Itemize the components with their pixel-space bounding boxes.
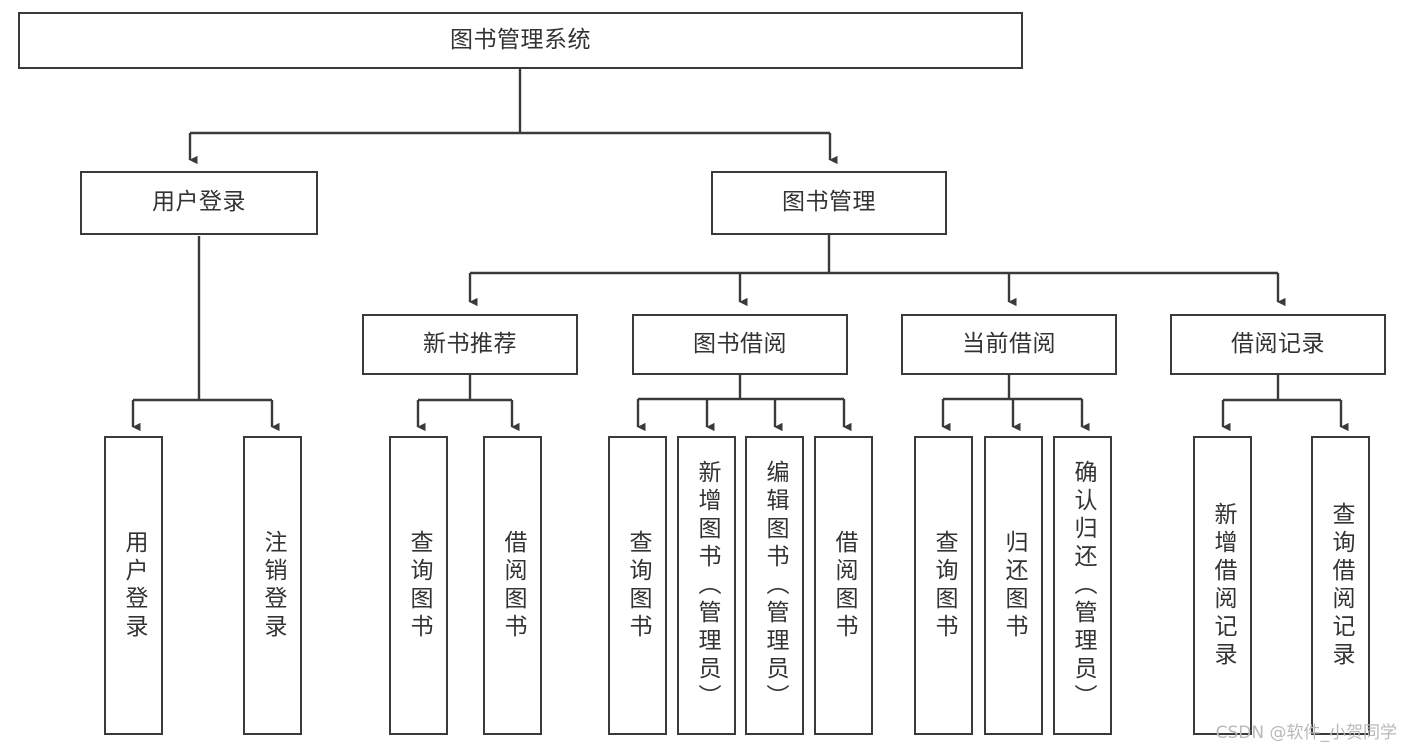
node-borrow-record[interactable]: 借阅记录: [1170, 314, 1386, 375]
leaf-record-add-record[interactable]: 新增借阅记录: [1193, 436, 1252, 735]
node-new-book-recommend[interactable]: 新书推荐: [362, 314, 578, 375]
leaf-record-query-record[interactable]: 查询借阅记录: [1311, 436, 1370, 735]
node-label: 用户登录: [121, 529, 147, 642]
node-label: 编辑图书（管理员）: [762, 459, 788, 712]
node-label: 查询图书: [625, 529, 651, 642]
node-label: 查询图书: [406, 529, 432, 642]
node-book-borrow[interactable]: 图书借阅: [632, 314, 848, 375]
node-label: 新增借阅记录: [1210, 501, 1236, 670]
node-user-login[interactable]: 用户登录: [80, 171, 318, 235]
node-label: 图书借阅: [693, 330, 787, 357]
node-label: 用户登录: [152, 189, 246, 216]
node-book-management[interactable]: 图书管理: [711, 171, 947, 235]
leaf-recommend-query-book[interactable]: 查询图书: [389, 436, 448, 735]
node-label: 图书管理系统: [450, 26, 591, 53]
leaf-borrow-edit-book-admin[interactable]: 编辑图书（管理员）: [745, 436, 804, 735]
node-label: 新书推荐: [423, 330, 517, 357]
node-current-borrow[interactable]: 当前借阅: [901, 314, 1117, 375]
node-label: 新增图书（管理员）: [694, 459, 720, 712]
node-root-system[interactable]: 图书管理系统: [18, 12, 1023, 69]
node-label: 图书管理: [782, 189, 876, 216]
node-label: 借阅图书: [500, 529, 526, 642]
node-label: 确认归还（管理员）: [1070, 459, 1096, 712]
leaf-current-confirm-return-admin[interactable]: 确认归还（管理员）: [1053, 436, 1112, 735]
leaf-borrow-borrow-book[interactable]: 借阅图书: [814, 436, 873, 735]
leaf-user-login-signin[interactable]: 用户登录: [104, 436, 163, 735]
node-label: 查询图书: [931, 529, 957, 642]
watermark-text: CSDN @软件_小贺同学: [1215, 723, 1397, 743]
node-label: 借阅记录: [1231, 330, 1325, 357]
node-label: 查询借阅记录: [1328, 501, 1354, 670]
leaf-borrow-add-book-admin[interactable]: 新增图书（管理员）: [677, 436, 736, 735]
leaf-current-query-book[interactable]: 查询图书: [914, 436, 973, 735]
leaf-user-login-signout[interactable]: 注销登录: [243, 436, 302, 735]
node-label: 归还图书: [1001, 529, 1027, 642]
node-label: 当前借阅: [962, 330, 1056, 357]
leaf-borrow-query-book[interactable]: 查询图书: [608, 436, 667, 735]
node-label: 借阅图书: [831, 529, 857, 642]
leaf-recommend-borrow-book[interactable]: 借阅图书: [483, 436, 542, 735]
node-label: 注销登录: [260, 529, 286, 642]
leaf-current-return-book[interactable]: 归还图书: [984, 436, 1043, 735]
